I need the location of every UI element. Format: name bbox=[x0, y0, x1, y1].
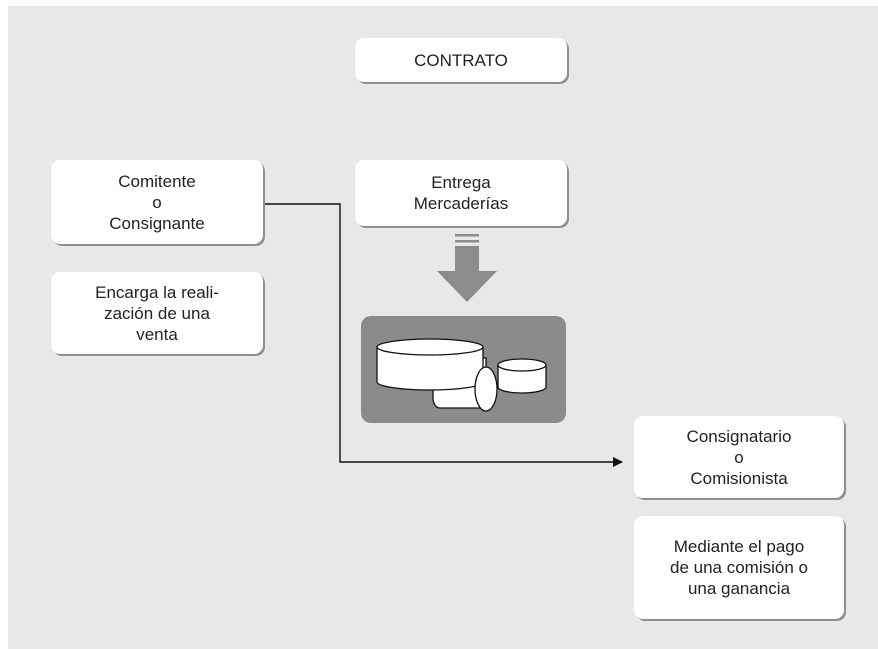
comitente-to-consignatario-connector bbox=[263, 203, 623, 467]
comitente-label: Comitente o Consignante bbox=[109, 171, 205, 233]
consignatario-role-label: Mediante el pago de una comisión o una g… bbox=[670, 537, 808, 598]
entrega-box: Entrega Mercaderías bbox=[355, 160, 567, 226]
cylinders-icon bbox=[376, 338, 547, 412]
down-arrow-icon bbox=[437, 234, 497, 302]
goods-panel bbox=[361, 316, 566, 423]
consignatario-label: Consignatario o Comisionista bbox=[686, 426, 792, 488]
entrega-label: Entrega Mercaderías bbox=[413, 173, 509, 213]
comitente-box: Comitente o Consignante bbox=[51, 160, 263, 244]
comitente-role-label: Encarga la reali- zación de una venta bbox=[95, 282, 219, 344]
contract-title-box: CONTRATO bbox=[355, 38, 567, 82]
contract-title: CONTRATO bbox=[414, 50, 508, 70]
consignatario-role-box: Mediante el pago de una comisión o una g… bbox=[634, 516, 844, 619]
consignatario-box: Consignatario o Comisionista bbox=[634, 416, 844, 498]
comitente-role-box: Encarga la reali- zación de una venta bbox=[51, 272, 263, 354]
